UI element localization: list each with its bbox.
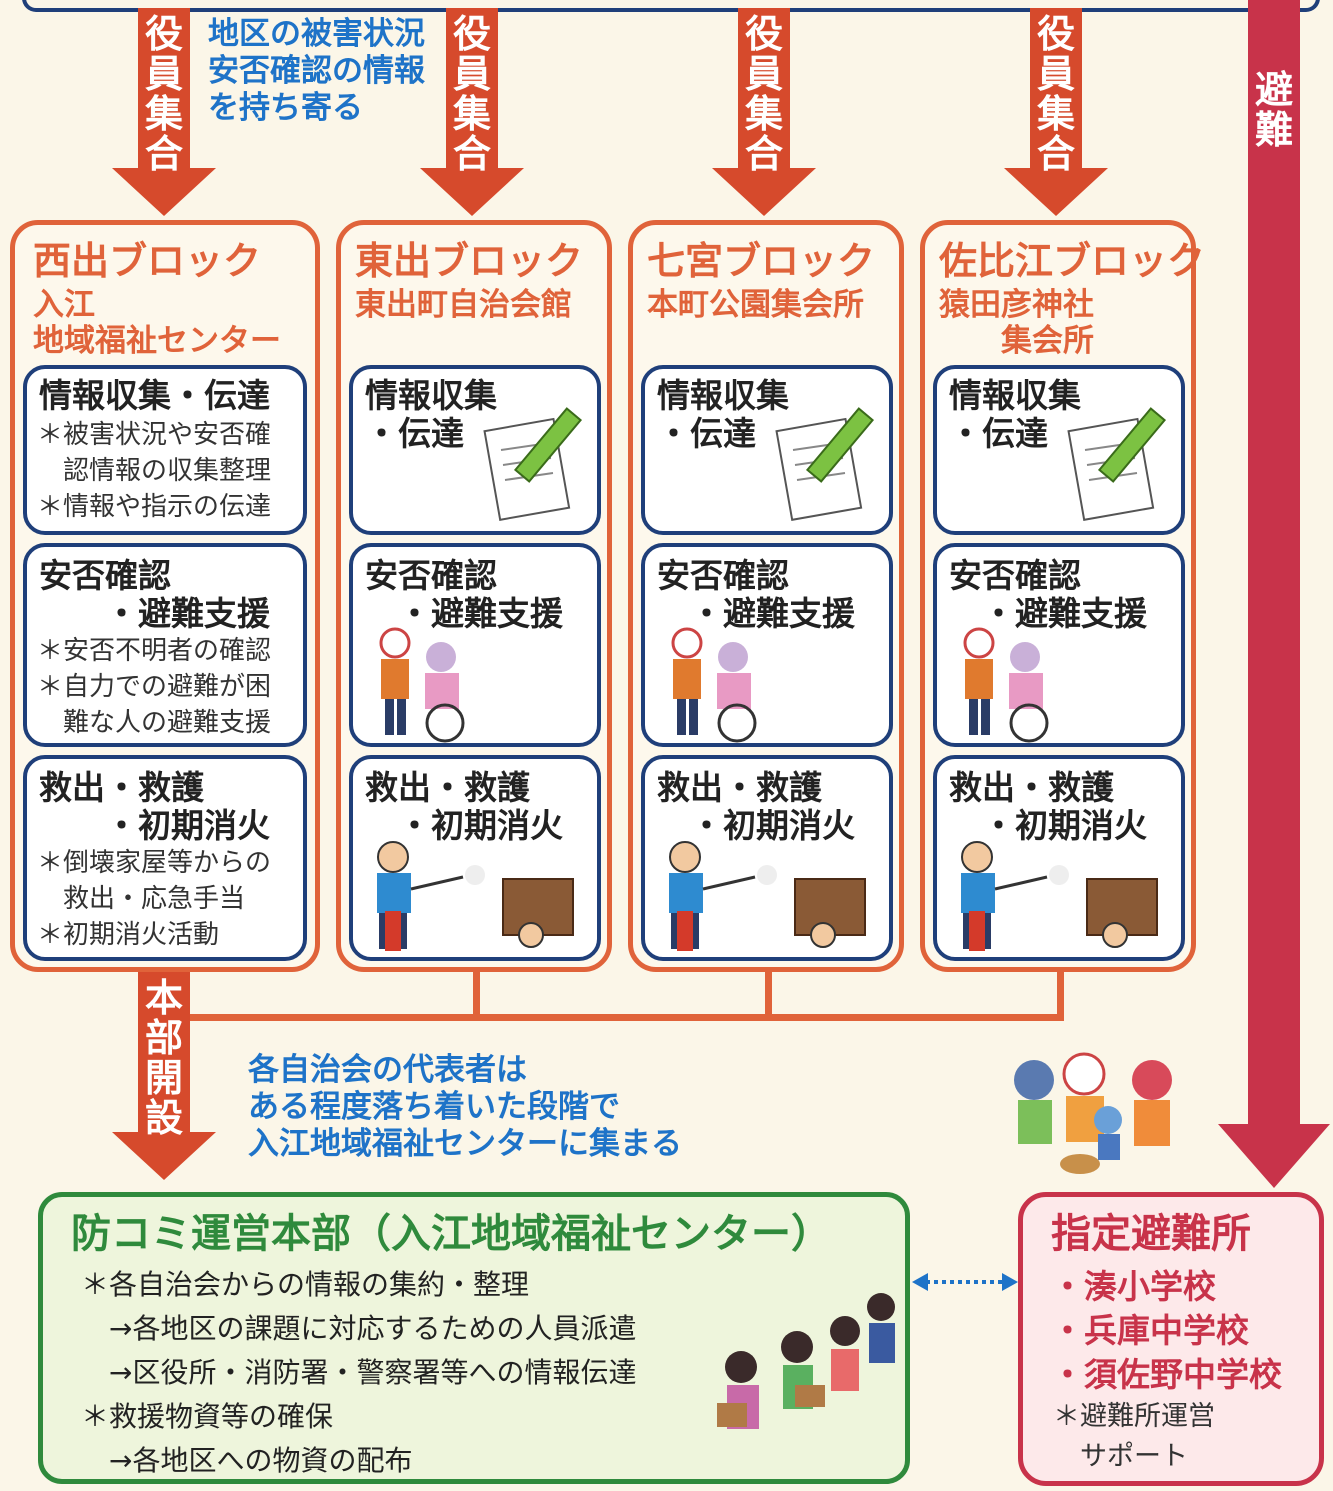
block-sabie: 佐比江ブロック 猿田彦神社 集会所 情報収集 ・伝達 安否確認 ・避難支援 <box>920 220 1205 972</box>
connector-line <box>473 970 480 1018</box>
hq-line: →各地区への物資の配布 <box>81 1444 413 1477</box>
block-title: 東出ブロック <box>355 239 584 283</box>
card-notes: ＊安否不明者の確認 ＊自力での避難が困 難な人の避難支援 <box>37 636 272 738</box>
gather-arrow-1: 役員集合 <box>112 8 216 218</box>
gather-arrow-4: 役員集合 <box>1004 8 1108 218</box>
hq-list: ＊各自治会からの情報の集約・整理 →各地区の課題に対応するための人員派遣 →区役… <box>81 1263 636 1483</box>
hq-box: 防コミ運営本部（入江地域福祉センター） ＊各自治会からの情報の集約・整理 →各地… <box>38 1192 910 1484</box>
gather-label: 役員集合 <box>144 12 183 176</box>
notepad-pencil-icon <box>775 407 875 521</box>
top-note: 地区の被害状況 安否確認の情報 を持ち寄る <box>208 16 425 126</box>
card-title: 安否確認 ・避難支援 <box>39 556 270 633</box>
hq-title: 防コミ運営本部（入江地域福祉センター） <box>71 1211 831 1257</box>
card-info: 情報収集 ・伝達 <box>933 365 1185 535</box>
block-shichinomiya: 七宮ブロック 本町公園集会所 情報収集 ・伝達 安否確認 ・避難支援 <box>628 220 904 972</box>
card-title: 救出・救護 ・初期消火 <box>657 768 855 845</box>
block-title: 七宮ブロック <box>647 239 876 283</box>
middle-note: 各自治会の代表者は ある程度落ち着いた段階で 入江地域福祉センターに集まる <box>248 1052 682 1162</box>
card-rescue: 救出・救護 ・初期消火 <box>933 755 1185 961</box>
block-nishide: 西出ブロック 入江 地域福祉センター 情報収集・伝達 ＊被害状況や安否確 認情報… <box>10 220 320 972</box>
card-rescue: 救出・救護 ・初期消火 <box>349 755 601 961</box>
hq-line: ＊救援物資等の確保 <box>81 1400 334 1433</box>
hq-line: →各地区の課題に対応するための人員派遣 <box>81 1312 637 1345</box>
hq-arrow-label: 本部開設 <box>144 976 183 1140</box>
hq-line: →区役所・消防署・警察署等への情報伝達 <box>81 1356 637 1389</box>
shelter-list: ・湊小学校 ・兵庫中学校 ・須佐野中学校 <box>1051 1265 1282 1397</box>
card-rescue: 救出・救護 ・初期消火 ＊倒壊家屋等からの 救出・応急手当 ＊初期消火活動 <box>23 755 307 961</box>
block-title: 佐比江ブロック <box>939 239 1206 283</box>
hq-line: ＊各自治会からの情報の集約・整理 <box>81 1268 530 1301</box>
fire-extinguisher-rescue-icon <box>961 841 1158 951</box>
card-safety: 安否確認 ・避難支援 <box>641 543 893 747</box>
fire-extinguisher-rescue-icon <box>377 841 574 951</box>
hq-arrow: 本部開設 <box>112 972 216 1182</box>
card-title: 情報収集 ・伝達 <box>365 376 497 453</box>
shelter-item: ・兵庫中学校 <box>1051 1311 1249 1350</box>
fire-extinguisher-rescue-icon <box>669 841 866 951</box>
card-title: 救出・救護 ・初期消火 <box>949 768 1147 845</box>
connector-line <box>765 970 772 1018</box>
card-title: 安否確認 ・避難支援 <box>365 556 563 633</box>
wheelchair-helper-icon <box>379 627 465 743</box>
card-title: 安否確認 ・避難支援 <box>949 556 1147 633</box>
shelter-item: ・湊小学校 <box>1051 1267 1216 1306</box>
evacuating-family-icon <box>1014 1052 1172 1174</box>
block-place: 入江 地域福祉センター <box>33 287 281 359</box>
card-title: 救出・救護 ・初期消火 <box>39 768 270 845</box>
card-title: 情報収集 ・伝達 <box>657 376 789 453</box>
wheelchair-helper-icon <box>963 627 1049 743</box>
gather-label: 役員集合 <box>1036 12 1075 176</box>
card-title: 情報収集・伝達 <box>39 376 270 415</box>
gather-label: 役員集合 <box>452 12 491 176</box>
card-title: 安否確認 ・避難支援 <box>657 556 855 633</box>
card-info: 情報収集 ・伝達 <box>641 365 893 535</box>
card-safety: 安否確認 ・避難支援 <box>933 543 1185 747</box>
card-title: 救出・救護 ・初期消火 <box>365 768 563 845</box>
card-notes: ＊倒壊家屋等からの 救出・応急手当 ＊初期消火活動 <box>37 848 272 950</box>
card-safety: 安否確認 ・避難支援 ＊安否不明者の確認 ＊自力での避難が困 難な人の避難支援 <box>23 543 307 747</box>
notepad-pencil-icon <box>483 407 583 521</box>
evacuation-arrow: 避難 <box>1218 0 1330 1200</box>
card-notes: ＊被害状況や安否確 認情報の収集整理 ＊情報や指示の伝達 <box>37 420 272 522</box>
gather-arrow-3: 役員集合 <box>712 8 816 218</box>
wheelchair-helper-icon <box>671 627 757 743</box>
gather-label: 役員集合 <box>744 12 783 176</box>
shelter-item: ・須佐野中学校 <box>1051 1355 1282 1394</box>
card-info: 情報収集・伝達 ＊被害状況や安否確 認情報の収集整理 ＊情報や指示の伝達 <box>23 365 307 535</box>
card-rescue: 救出・救護 ・初期消火 <box>641 755 893 961</box>
block-place: 東出町自治会館 <box>355 287 572 323</box>
top-frame <box>22 0 1320 12</box>
link-arrow <box>912 1273 1018 1291</box>
people-carrying-boxes-icon <box>717 1293 895 1429</box>
card-safety: 安否確認 ・避難支援 <box>349 543 601 747</box>
block-higashide: 東出ブロック 東出町自治会館 情報収集 ・伝達 安否確認 ・避難支援 <box>336 220 612 972</box>
shelter-notes: ＊避難所運営 サポート <box>1053 1401 1215 1472</box>
block-place: 本町公園集会所 <box>647 287 864 323</box>
notepad-pencil-icon <box>1067 407 1167 521</box>
card-info: 情報収集 ・伝達 <box>349 365 601 535</box>
shelter-title: 指定避難所 <box>1051 1211 1251 1257</box>
connector-line <box>190 1014 1064 1021</box>
connector-line <box>1057 970 1064 1018</box>
shelter-box: 指定避難所 ・湊小学校 ・兵庫中学校 ・須佐野中学校 ＊避難所運営 サポート <box>1018 1192 1324 1486</box>
block-place: 猿田彦神社 集会所 <box>939 287 1094 359</box>
card-title: 情報収集 ・伝達 <box>949 376 1081 453</box>
block-title: 西出ブロック <box>33 239 262 283</box>
evacuation-label: 避難 <box>1254 68 1293 152</box>
gather-arrow-2: 役員集合 <box>420 8 524 218</box>
